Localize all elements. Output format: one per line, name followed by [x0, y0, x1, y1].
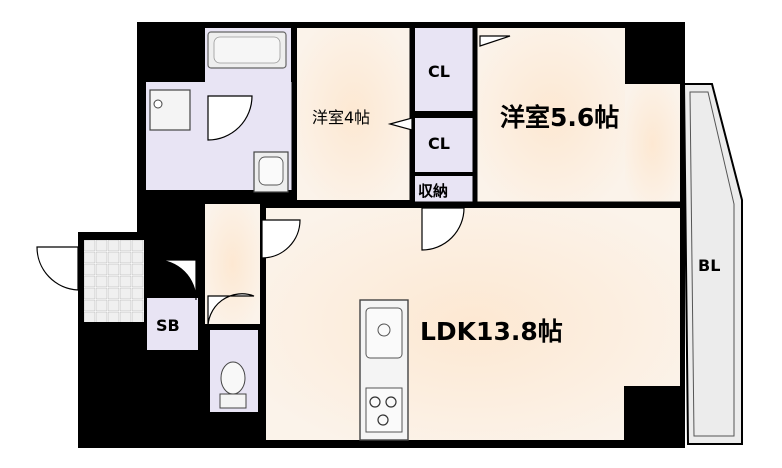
washing-machine-pan [149, 89, 191, 131]
washing-machine-drain [153, 99, 163, 109]
stove-burner-1 [369, 396, 381, 408]
room-label-balcony: BL [698, 256, 721, 275]
shoe-box-floor [147, 298, 198, 350]
balcony-inner [689, 91, 735, 437]
room-western-4-floor [297, 28, 410, 200]
room-label-closet-top: CL [428, 62, 450, 81]
ldk-corner-wall [624, 386, 682, 444]
entrance-floor [84, 240, 144, 322]
kitchen-sink [365, 307, 403, 359]
closet-top-floor [415, 28, 473, 111]
storage-floor [415, 176, 473, 202]
vanity-bowl [258, 156, 284, 186]
bathtub-inner [213, 36, 281, 64]
closet-mid-floor [415, 118, 473, 172]
room-label-ldk: LDK13.8帖 [420, 317, 563, 346]
room-label-western-4: 洋室4帖 [312, 108, 371, 127]
room-western-56-floor-ext [625, 84, 680, 204]
room-label-shoe-box: SB [156, 316, 180, 335]
room-label-closet-mid: CL [428, 134, 450, 153]
kitchen-sink-drain [377, 323, 391, 337]
ldk-floor [266, 208, 680, 440]
room-western-56-floor [477, 28, 625, 204]
room-label-storage: 収納 [418, 182, 449, 200]
door-swings [36, 35, 511, 331]
stove-burner-2 [385, 396, 397, 408]
room-label-western-56: 洋室5.6帖 [500, 103, 620, 132]
toilet-bowl [220, 361, 246, 395]
stove-burner-3 [377, 414, 389, 426]
toilet-tank [219, 393, 247, 409]
